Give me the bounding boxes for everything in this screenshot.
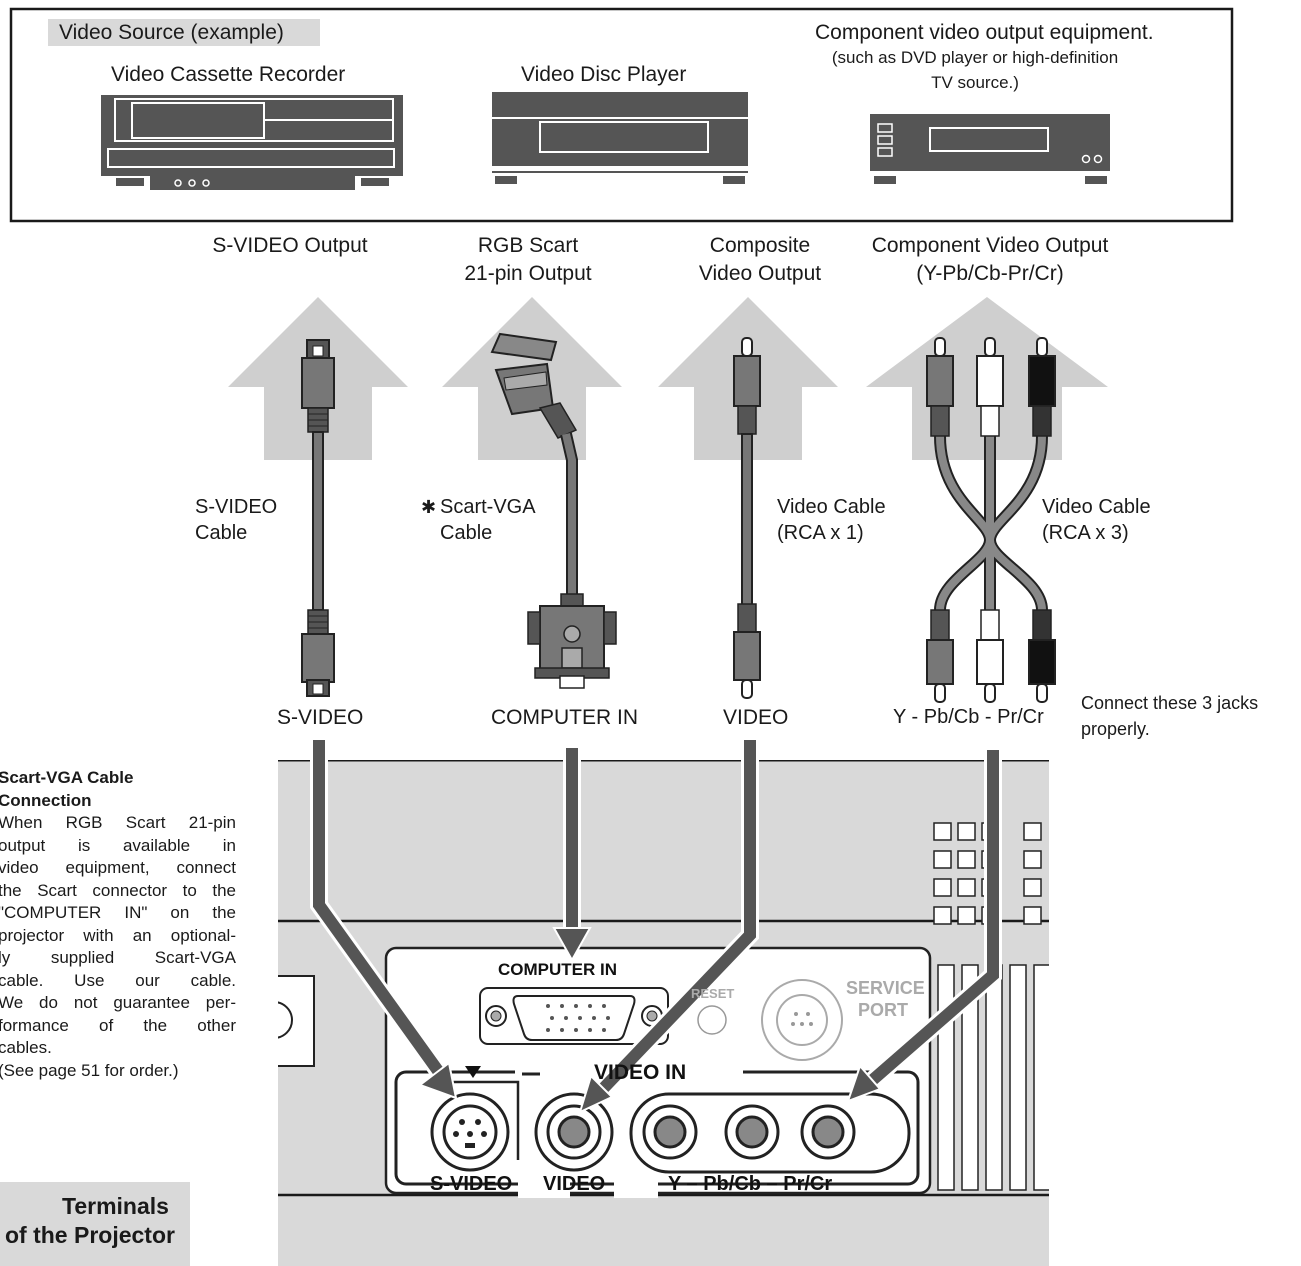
scart-note-line: cable. Use our cable. — [0, 970, 236, 990]
component-device-label: Component video output equipment. — [815, 21, 1154, 44]
terminals-line1: Terminals — [62, 1193, 169, 1219]
scart-note-line: We do not guarantee per- — [0, 993, 236, 1012]
rgb-output-line1: RGB Scart — [477, 234, 579, 257]
panel-svideo-label: S-VIDEO — [430, 1173, 513, 1195]
vcr-label: Video Cassette Recorder — [111, 63, 346, 86]
rgb-output-line2: 21-pin Output — [464, 262, 592, 285]
computer-in-plug-label: COMPUTER IN — [491, 706, 638, 729]
component-device-sub1: (such as DVD player or high-definition — [831, 48, 1119, 67]
scart-note-line: cables. — [0, 1038, 52, 1057]
svideo-cable-line1: S-VIDEO — [195, 496, 278, 518]
terminals-caption: Terminals of the Projector — [0, 1182, 190, 1266]
scart-cable-line2: Cable — [440, 522, 493, 544]
connect-note-line1: Connect these 3 jacks — [1081, 693, 1259, 713]
scart-note-title2: Connection — [0, 790, 92, 810]
panel-service-label-1: SERVICE — [846, 978, 925, 998]
video-cable-3-line2: (RCA x 3) — [1042, 522, 1129, 544]
disc-player-label: Video Disc Player — [521, 63, 687, 86]
component-plug-label: Y - Pb/Cb - Pr/Cr — [893, 706, 1044, 728]
panel-service-label-2: PORT — [858, 1000, 909, 1020]
routing-arrows — [310, 740, 1002, 1114]
dvd-player-icon — [870, 114, 1110, 184]
video-cable-3-line1: Video Cable — [1042, 496, 1151, 518]
scart-note: Scart-VGA Cable Connection When RGB Scar… — [0, 767, 236, 1082]
component-device-sub2: TV source.) — [931, 73, 1019, 92]
video-source-frame — [9, 7, 1234, 223]
composite-output-line1: Composite — [709, 234, 811, 257]
scart-note-line: When RGB Scart 21-pin — [0, 813, 236, 832]
scart-asterisk-icon: ✱ — [421, 497, 437, 517]
scart-note-title1: Scart-VGA Cable — [0, 768, 134, 787]
scart-note-line: "COMPUTER IN" on the — [0, 903, 236, 922]
video-source-tag: Video Source (example) — [59, 21, 284, 44]
component-output-line1: Component Video Output — [871, 234, 1109, 257]
disc-player-icon — [492, 92, 748, 184]
svideo-output-label: S-VIDEO Output — [212, 234, 368, 257]
composite-cable — [733, 337, 761, 699]
scart-note-line: output is available in — [0, 835, 236, 855]
panel-component-label: Y – Pb/Cb – Pr/Cr — [668, 1173, 833, 1195]
composite-output-line2: Video Output — [698, 262, 822, 285]
svideo-plug-label: S-VIDEO — [277, 706, 364, 729]
component-cable — [926, 337, 1056, 703]
video-source-tag-bg — [48, 19, 320, 46]
video-cable-1-line1: Video Cable — [777, 496, 886, 518]
video-plug-label: VIDEO — [723, 706, 789, 729]
component-output-line2: (Y-Pb/Cb-Pr/Cr) — [916, 262, 1064, 285]
scart-note-line: formance of the other — [0, 1015, 236, 1035]
svideo-cable — [301, 339, 335, 697]
scart-vga-cable — [490, 332, 617, 689]
svideo-cable-line2: Cable — [195, 522, 248, 544]
scart-note-line: projector with an optional- — [0, 925, 236, 945]
panel-video-in-label: VIDEO IN — [594, 1061, 687, 1084]
vcr-icon — [101, 95, 403, 190]
connect-note-line2: properly. — [1081, 719, 1150, 739]
scart-cable-line1: Scart-VGA — [440, 496, 536, 518]
terminals-line2: of the Projector — [5, 1222, 175, 1248]
video-cable-1-line2: (RCA x 1) — [777, 522, 864, 544]
panel-video-label: VIDEO — [543, 1173, 606, 1195]
scart-note-line: ly supplied Scart-VGA — [0, 948, 236, 967]
projector-rear-panel — [278, 760, 1049, 1266]
scart-note-line: the Scart connector to the — [0, 880, 236, 900]
scart-note-line: (See page 51 for order.) — [0, 1060, 179, 1080]
panel-computer-in-label: COMPUTER IN — [498, 960, 617, 979]
scart-note-line: video equipment, connect — [0, 858, 236, 877]
panel-reset-label: RESET — [691, 986, 735, 1001]
